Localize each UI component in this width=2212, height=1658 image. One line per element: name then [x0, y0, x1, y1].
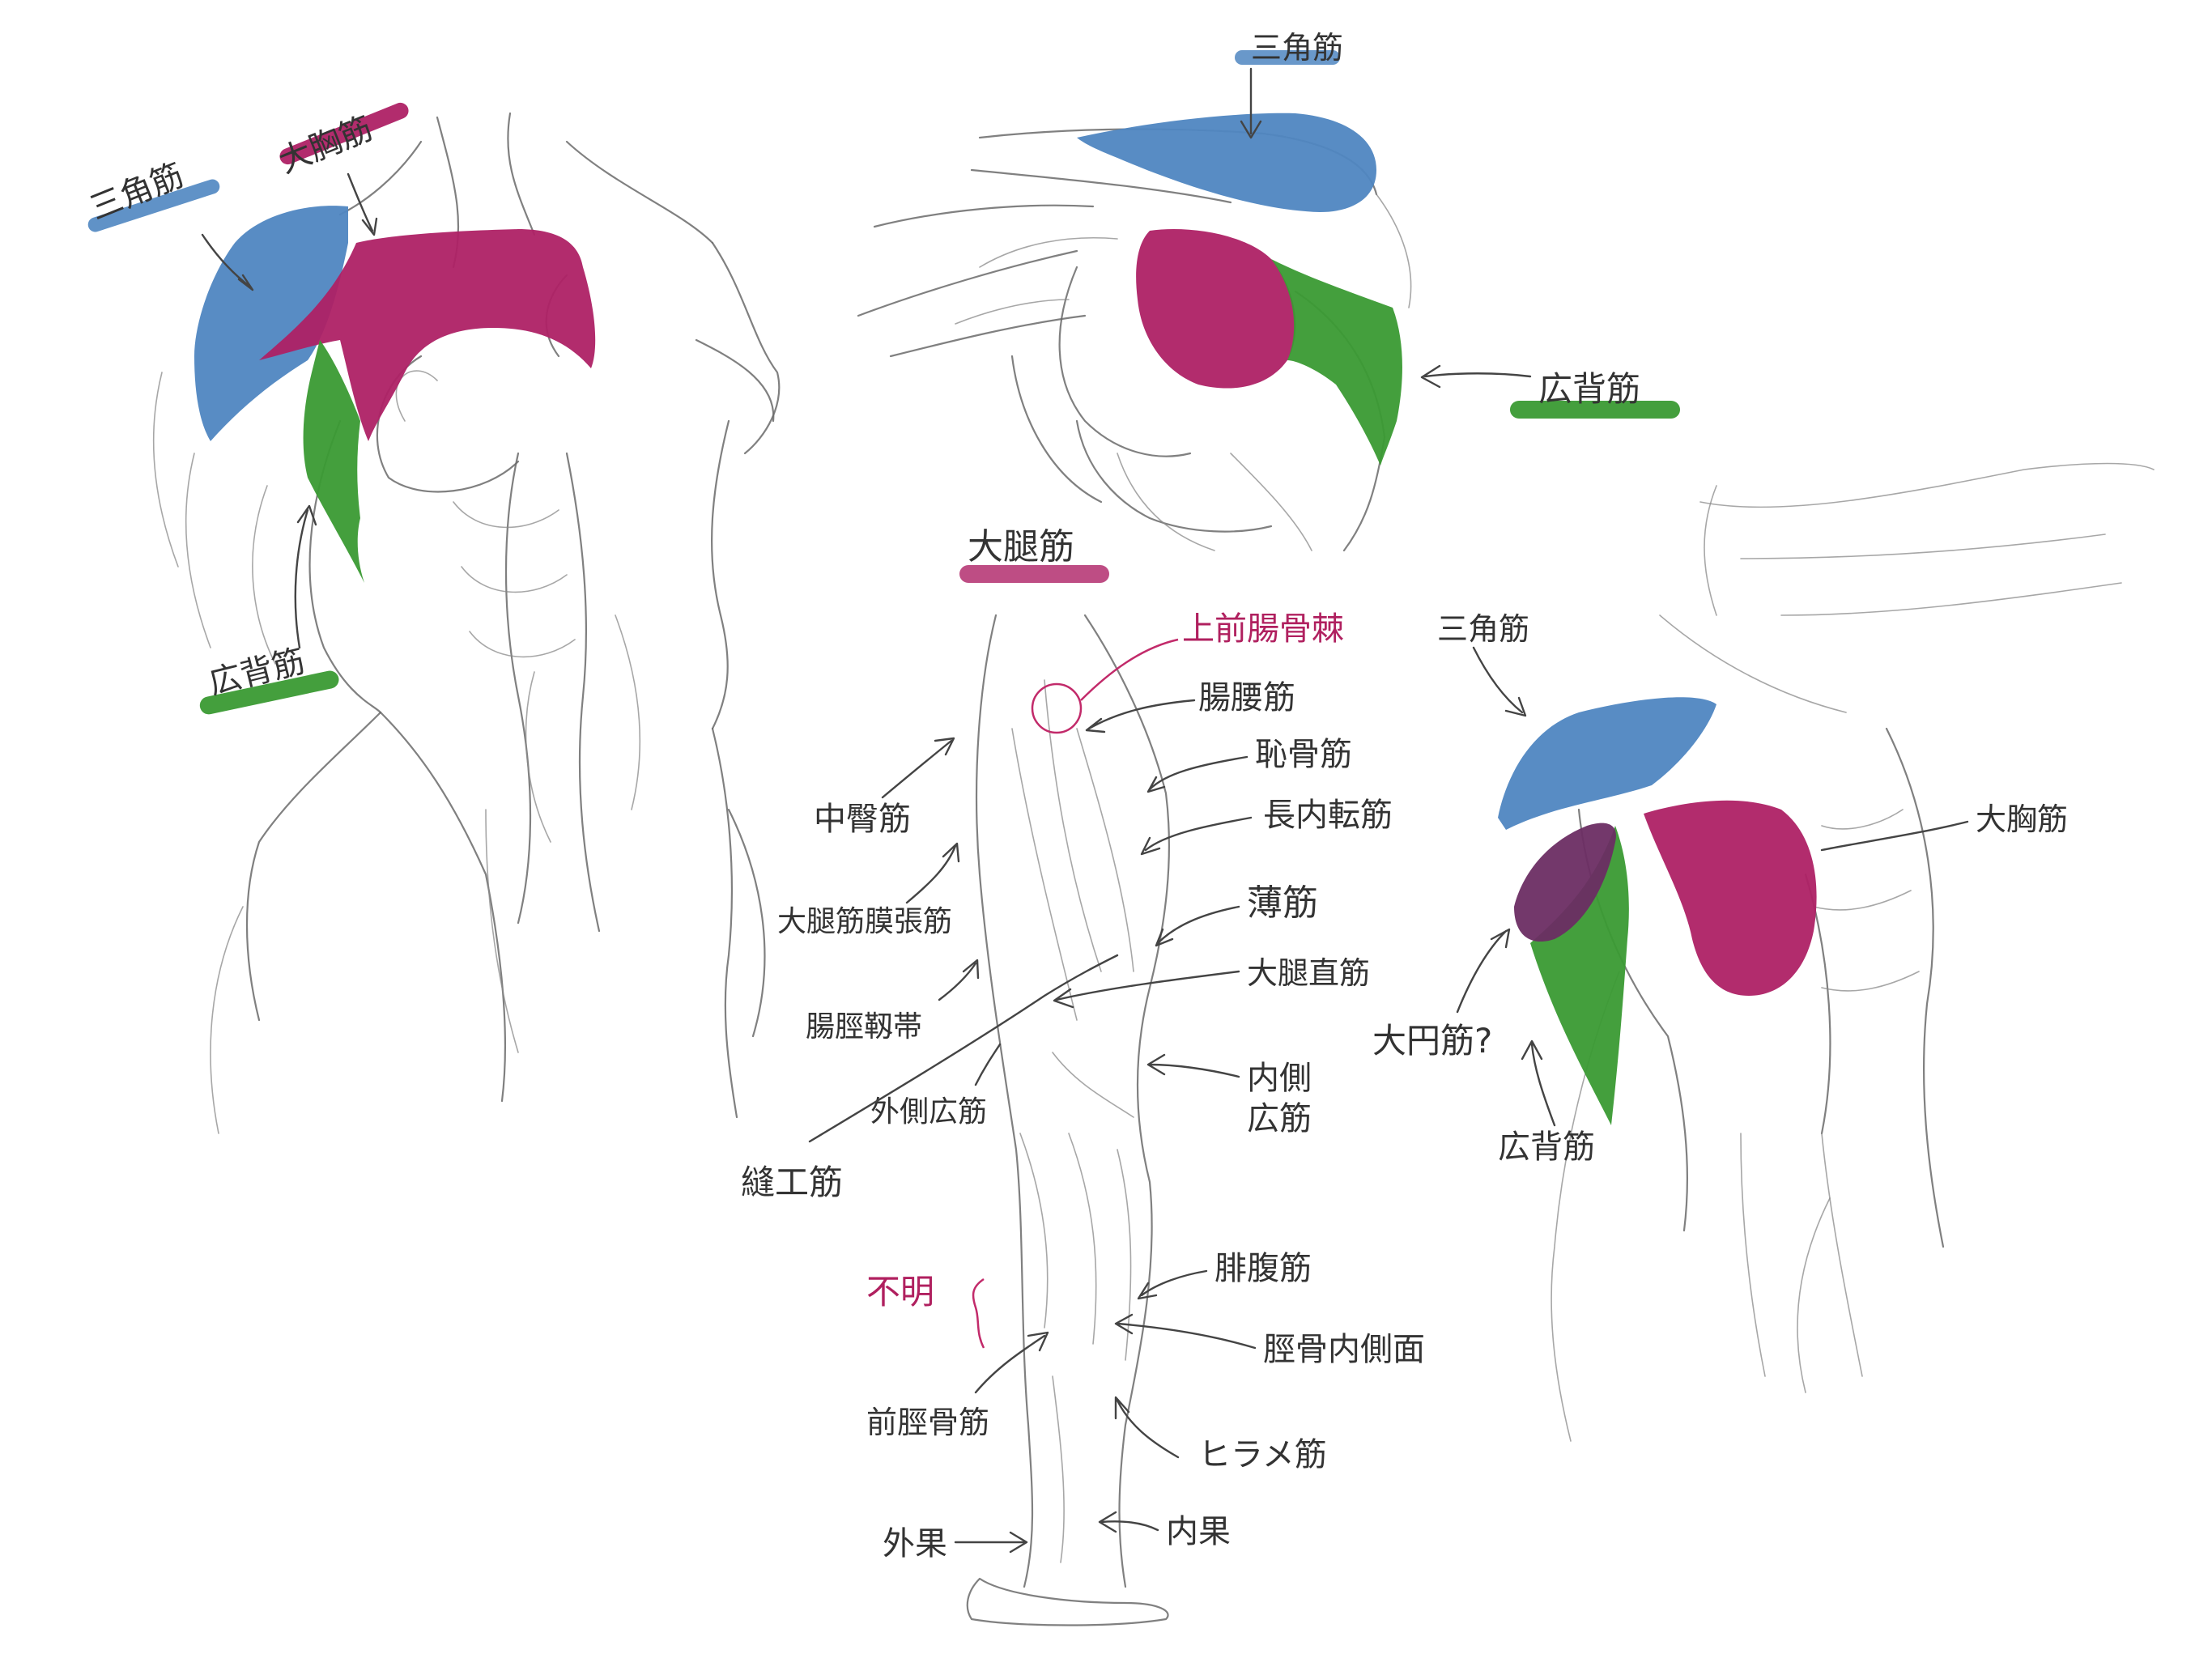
torso-side-latissimus-label: 広背筋	[1498, 1129, 1595, 1166]
asis-marker-circle	[1031, 682, 1083, 734]
torso-front-latissimus-arrow	[294, 504, 317, 649]
leg-arrow-iliopsoas	[1085, 699, 1196, 733]
torso-front-deltoid-fill	[194, 206, 348, 441]
leg-label-rectus-femoris: 大腿直筋	[1247, 955, 1370, 991]
leg-arrow-adductor-longus	[1140, 816, 1253, 856]
leg-label-gastrocnemius: 腓腹筋	[1214, 1250, 1312, 1287]
arm-raised-deltoid-fill	[1077, 113, 1376, 212]
torso-front-deltoid-highlight	[87, 179, 220, 232]
torso-front-deltoid-arrow	[201, 233, 254, 291]
torso-side-teres-label: 大円筋?	[1372, 1021, 1492, 1061]
leg-label-pectineus: 恥骨筋	[1255, 736, 1352, 773]
torso-front-pectoral-fill	[259, 229, 596, 441]
asis-leader-line	[1080, 638, 1179, 701]
leg-unknown-bracket	[972, 1278, 985, 1349]
torso-front-pectoral-label: 大胸筋	[274, 110, 377, 181]
leg-arrow-gastrocnemius	[1137, 1269, 1208, 1300]
torso-side-pectoral-arrow	[1820, 820, 1969, 852]
arm-raised-latissimus-fill	[1271, 259, 1402, 466]
leg-label-medial-malleolus: 内果	[1166, 1513, 1231, 1550]
arm-raised-deltoid-arrow	[1240, 67, 1262, 139]
leg-label-vastus-medialis-1: 内側	[1247, 1060, 1312, 1097]
leg-label-unknown: 不明	[866, 1272, 934, 1312]
leg-label-soleus: ヒラメ筋	[1198, 1436, 1327, 1473]
arm-raised-latissimus-highlight	[1510, 401, 1680, 419]
arm-raised-latissimus-label: 広背筋	[1538, 369, 1640, 409]
leg-title: 大腿筋	[968, 526, 1074, 568]
leg-figure: 大腿筋 上前腸骨棘 腸腰筋 恥骨筋 長内転筋 薄筋 大腿直筋 内側 広筋 腓腹筋…	[741, 526, 1425, 1626]
leg-label-iliopsoas: 腸腰筋	[1198, 679, 1295, 716]
torso-side-teres-fill	[1514, 823, 1616, 942]
leg-label-gluteus-medius: 中臀筋	[814, 801, 911, 838]
leg-title-highlight	[959, 565, 1109, 583]
leg-arrow-medial-malleolus	[1098, 1511, 1159, 1533]
leg-arrow-sartorius	[808, 954, 1119, 1143]
leg-label-tibia-medial: 脛骨内側面	[1263, 1331, 1425, 1368]
leg-sketch	[966, 614, 1171, 1626]
leg-label-adductor-longus: 長内転筋	[1263, 797, 1393, 834]
torso-front-sketch	[152, 112, 781, 1134]
leg-arrow-soleus	[1114, 1396, 1180, 1459]
torso-side-deltoid-label: 三角筋	[1437, 611, 1529, 647]
arm-raised-figure: 三角筋 広背筋	[857, 30, 1680, 552]
torso-side-deltoid-fill	[1498, 697, 1716, 830]
leg-arrow-tibialis-anterior	[974, 1331, 1049, 1394]
leg-label-it-band: 腸脛靱帯	[806, 1010, 922, 1044]
arm-raised-latissimus-arrow	[1420, 364, 1532, 389]
leg-arrow-vastus-lateralis	[974, 1043, 1002, 1086]
leg-arrow-pectineus	[1146, 755, 1249, 793]
torso-side-figure: 三角筋 大胸筋 大円筋? 広背筋	[1372, 462, 2155, 1442]
leg-label-sartorius: 縫工筋	[741, 1163, 843, 1202]
torso-front-latissimus-highlight	[199, 670, 339, 715]
leg-label-tfl: 大腿筋膜張筋	[777, 905, 952, 938]
leg-arrow-rectus-femoris	[1053, 970, 1240, 1009]
torso-side-pectoral-label: 大胸筋	[1976, 801, 2068, 837]
leg-arrow-gluteus-medius	[881, 737, 955, 799]
leg-arrow-vastus-medialis	[1146, 1053, 1240, 1078]
leg-arrow-it-band	[938, 959, 980, 1001]
torso-side-sketch	[1551, 462, 2155, 1442]
leg-label-vastus-medialis-2: 広筋	[1247, 1100, 1312, 1137]
torso-front-pectoral-highlight	[279, 102, 409, 165]
torso-side-latissimus-fill	[1530, 826, 1629, 1125]
arm-raised-pectoral-fill	[1136, 229, 1296, 389]
leg-label-tibialis-anterior: 前脛骨筋	[866, 1405, 989, 1440]
leg-label-vastus-lateralis: 外側広筋	[870, 1095, 987, 1129]
torso-side-pectoral-fill	[1644, 800, 1817, 996]
leg-arrow-gracilis	[1155, 905, 1240, 947]
arm-raised-deltoid-label: 三角筋	[1251, 30, 1343, 66]
torso-front-figure: 三角筋 大胸筋 広背筋	[85, 102, 781, 1134]
leg-label-asis: 上前腸骨棘	[1182, 610, 1344, 648]
leg-label-lateral-malleolus: 外果	[883, 1525, 947, 1562]
torso-front-latissimus-fill	[303, 340, 364, 583]
leg-arrow-lateral-malleolus	[954, 1531, 1028, 1554]
leg-arrow-tibia-medial	[1114, 1313, 1257, 1350]
torso-side-teres-arrow	[1456, 928, 1511, 1014]
arm-raised-deltoid-highlight	[1235, 50, 1340, 65]
torso-front-pectoral-arrow	[347, 172, 378, 236]
leg-arrow-tfl	[905, 842, 960, 904]
torso-side-deltoid-arrow	[1472, 646, 1527, 717]
leg-label-gracilis: 薄筋	[1247, 882, 1318, 924]
torso-side-latissimus-arrow	[1521, 1039, 1556, 1127]
